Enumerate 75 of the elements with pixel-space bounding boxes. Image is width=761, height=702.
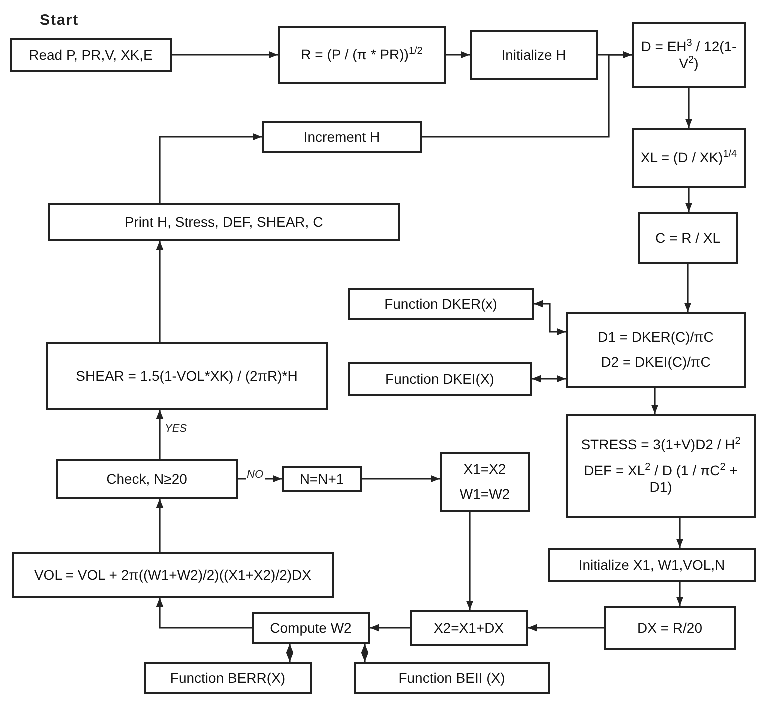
process-box (262, 121, 422, 153)
process-box (604, 606, 736, 650)
arrow (370, 624, 410, 632)
process-box (632, 22, 746, 88)
formula-text: W1=W2 (460, 486, 510, 503)
arrow (651, 388, 659, 414)
process-box (56, 459, 238, 499)
process-box (638, 212, 738, 264)
arrow (156, 410, 164, 459)
formula-text: Read P, PR,V, XK,E (29, 46, 153, 64)
formula-text: Function DKER(x) (384, 296, 498, 312)
arrow (286, 644, 294, 662)
arrow (676, 518, 684, 548)
formula-text: Initialize X1, W1,VOL,N (578, 556, 726, 574)
process-box (10, 38, 172, 72)
formula-text: C = R / XL (656, 230, 720, 246)
formula-text: DEF = XL$^{2}$ / D (1 / πC$^{2}$ + D1) (583, 462, 739, 496)
formula-text: Function BEII (X) (398, 670, 506, 686)
arrow (446, 51, 470, 59)
process-box (278, 26, 446, 84)
formula-text: XL = (D / XK)$^{1/4}$ (640, 149, 738, 167)
arrow (685, 188, 693, 212)
process-box (46, 342, 328, 410)
arrow (532, 375, 566, 383)
process-box (48, 203, 400, 241)
formula-text: VOL = VOL + 2π((W1+W2)/2)((X1+X2)/2)DX (34, 566, 312, 584)
process-box (348, 362, 532, 396)
formula-text: DX = R/20 (638, 620, 702, 636)
process-box (348, 288, 534, 320)
process-box (282, 466, 362, 492)
process-box (252, 612, 370, 644)
process-box (548, 548, 756, 582)
arrow (676, 582, 684, 606)
arrow (684, 264, 692, 312)
formula-text: STRESS = 3(1+V)D2 / H$^{2}$ (581, 436, 741, 454)
process-box (566, 312, 746, 388)
process-box (470, 30, 598, 80)
arrow (172, 51, 278, 59)
formula-text: N=N+1 (300, 470, 344, 488)
process-box (566, 414, 756, 518)
arrow (156, 241, 164, 342)
formula-text: Check, N≥20 (106, 470, 188, 488)
formula-text: X1=X2 (464, 461, 506, 478)
arrow (361, 644, 369, 662)
arrow (159, 133, 262, 203)
arrow (466, 512, 474, 610)
formula-text: Initialize H (502, 46, 566, 64)
arrow (534, 300, 566, 336)
formula-text: SHEAR = 1.5(1-VOL*XK) / (2πR)*H (76, 368, 298, 384)
edge-label: NO (246, 470, 264, 481)
formula-text: D2 = DKEI(C)/πC (601, 354, 711, 371)
formula-text: Print H, Stress, DEF, SHEAR, C (124, 214, 324, 230)
formula-text: D = EH$^{3}$ / 12(1-V$^{2}$) (640, 38, 738, 72)
process-box (632, 128, 746, 188)
formula-text: Compute W2 (270, 620, 352, 636)
arrow (685, 88, 693, 128)
process-box (12, 552, 334, 598)
arrow (156, 598, 252, 629)
edge-label: YES (164, 424, 188, 435)
process-box (354, 662, 550, 694)
process-box (410, 610, 528, 646)
arrow (362, 475, 440, 483)
arrow (156, 499, 164, 552)
formula-text: D1 = DKER(C)/πC (598, 329, 714, 346)
start-label: Start (40, 12, 80, 29)
arrow (238, 475, 282, 483)
formula-text: R = (P / (π * PR))$^{1/2}$ (301, 46, 423, 64)
arrow (528, 624, 604, 632)
formula-text: Increment H (304, 128, 380, 146)
formula-text: Function DKEI(X) (386, 370, 494, 388)
process-box (440, 452, 530, 512)
arrow (422, 51, 632, 138)
formula-text: X2=X1+DX (434, 620, 504, 636)
formula-text: Function BERR(X) (170, 670, 286, 686)
process-box (144, 662, 312, 694)
